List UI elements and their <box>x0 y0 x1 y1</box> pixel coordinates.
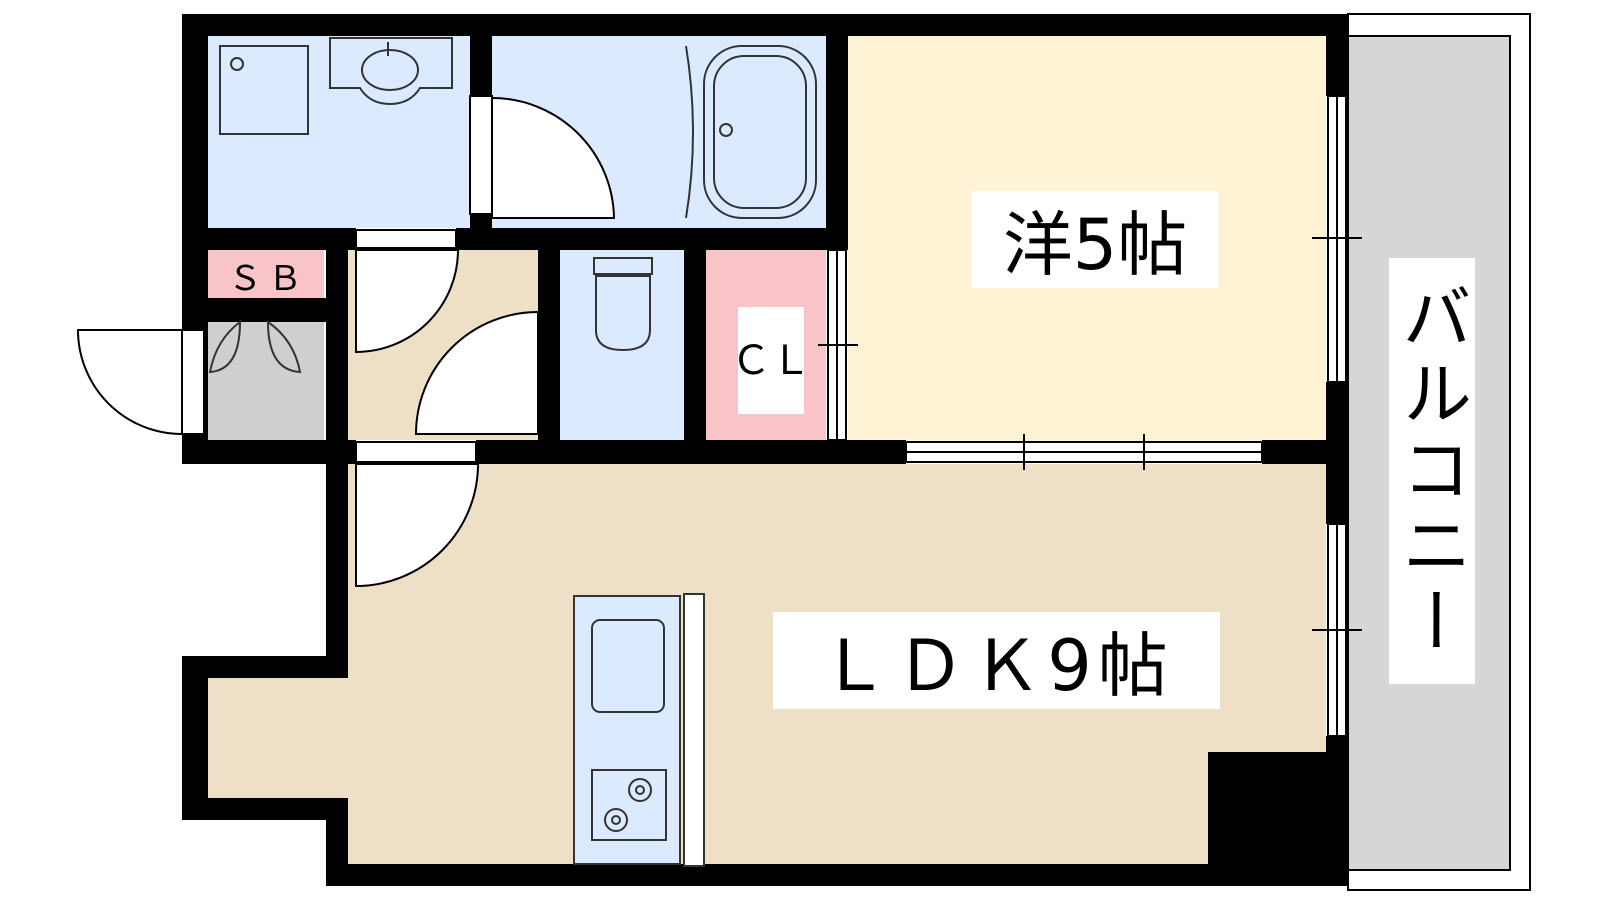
hallway-door-swing <box>414 310 539 435</box>
entrance-storage-floor <box>208 322 324 440</box>
kitchen-sink <box>591 619 665 713</box>
swing-doors <box>76 96 616 588</box>
shoe-box-label: ＳＢ <box>228 258 308 299</box>
toilet-floor <box>560 250 684 440</box>
ldk-door-swing <box>355 463 480 588</box>
bathtub <box>703 45 817 219</box>
toilet-tank <box>593 257 653 275</box>
washroom-opening <box>355 229 457 249</box>
closet-label: ＣＬ <box>731 307 811 414</box>
bedroom-label: 洋5帖 <box>972 191 1218 288</box>
ldk-label: ＬＤＫ9帖 <box>773 612 1220 709</box>
sliding-doors <box>355 95 1362 737</box>
washroom-partition <box>469 95 493 215</box>
toilet-bowl <box>595 275 651 352</box>
balcony-label: バルコニー <box>1389 258 1475 684</box>
washing-machine-pan <box>219 45 309 135</box>
bathtub-curve <box>685 45 694 219</box>
kitchen-counter <box>573 593 705 867</box>
washroom-door-swing <box>355 249 460 354</box>
fixtures <box>208 37 817 374</box>
ldk-floor <box>208 464 1326 864</box>
bathroom-door-swing <box>491 96 616 219</box>
shoe-box-floor <box>208 250 324 298</box>
balcony <box>1347 13 1531 891</box>
wash-basin <box>329 37 453 106</box>
front-door-swing <box>76 329 183 436</box>
washroom-floor <box>208 36 470 228</box>
stove <box>591 769 667 841</box>
entrance-opening <box>355 441 477 463</box>
